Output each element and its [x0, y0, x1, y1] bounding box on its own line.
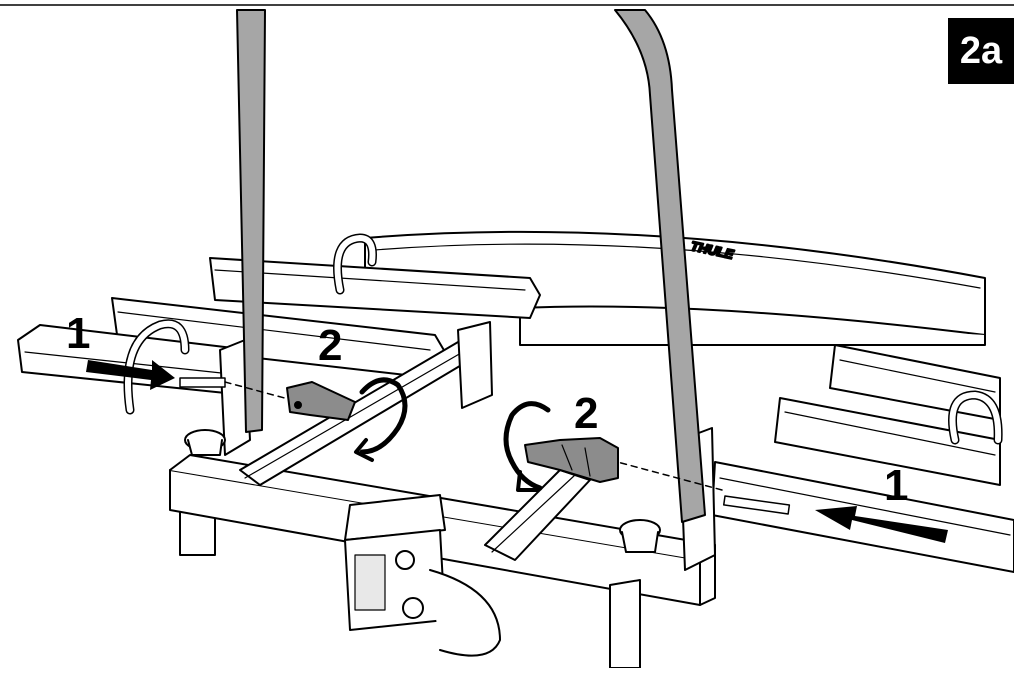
right-wheel-channel-rear	[829, 344, 1001, 421]
knob-right	[619, 519, 661, 553]
bracket-left	[219, 339, 251, 456]
callout-step-2-right: 2	[574, 389, 599, 438]
upright-arm-right	[614, 9, 706, 523]
tow-coupling	[344, 494, 501, 657]
callout-step-1-left: 1	[66, 309, 91, 358]
knob-left	[184, 429, 226, 456]
locking-pin-left	[179, 377, 293, 401]
bracket-center-left	[457, 321, 493, 409]
callout-step-2-left: 2	[318, 321, 343, 370]
left-wheel-channel-rear	[209, 257, 541, 319]
lever-right	[524, 437, 619, 483]
wheel-strap-left-rear-inner	[334, 235, 376, 293]
wheel-strap-right-middle-inner	[949, 392, 1002, 443]
rotate-counterclockwise-icon	[503, 401, 551, 492]
wheel-strap-left-front-inner	[125, 320, 188, 413]
upright-arm-left	[236, 9, 266, 433]
arrow-right-icon	[86, 360, 175, 390]
lever-left	[286, 381, 356, 421]
callout-step-1-right: 1	[884, 461, 909, 510]
arrow-left-icon	[815, 506, 948, 543]
locking-pin-right	[609, 459, 791, 515]
rotate-clockwise-icon	[354, 377, 408, 462]
right-wheel-channel-middle	[774, 397, 1001, 486]
step-badge: 2a	[948, 18, 1014, 84]
